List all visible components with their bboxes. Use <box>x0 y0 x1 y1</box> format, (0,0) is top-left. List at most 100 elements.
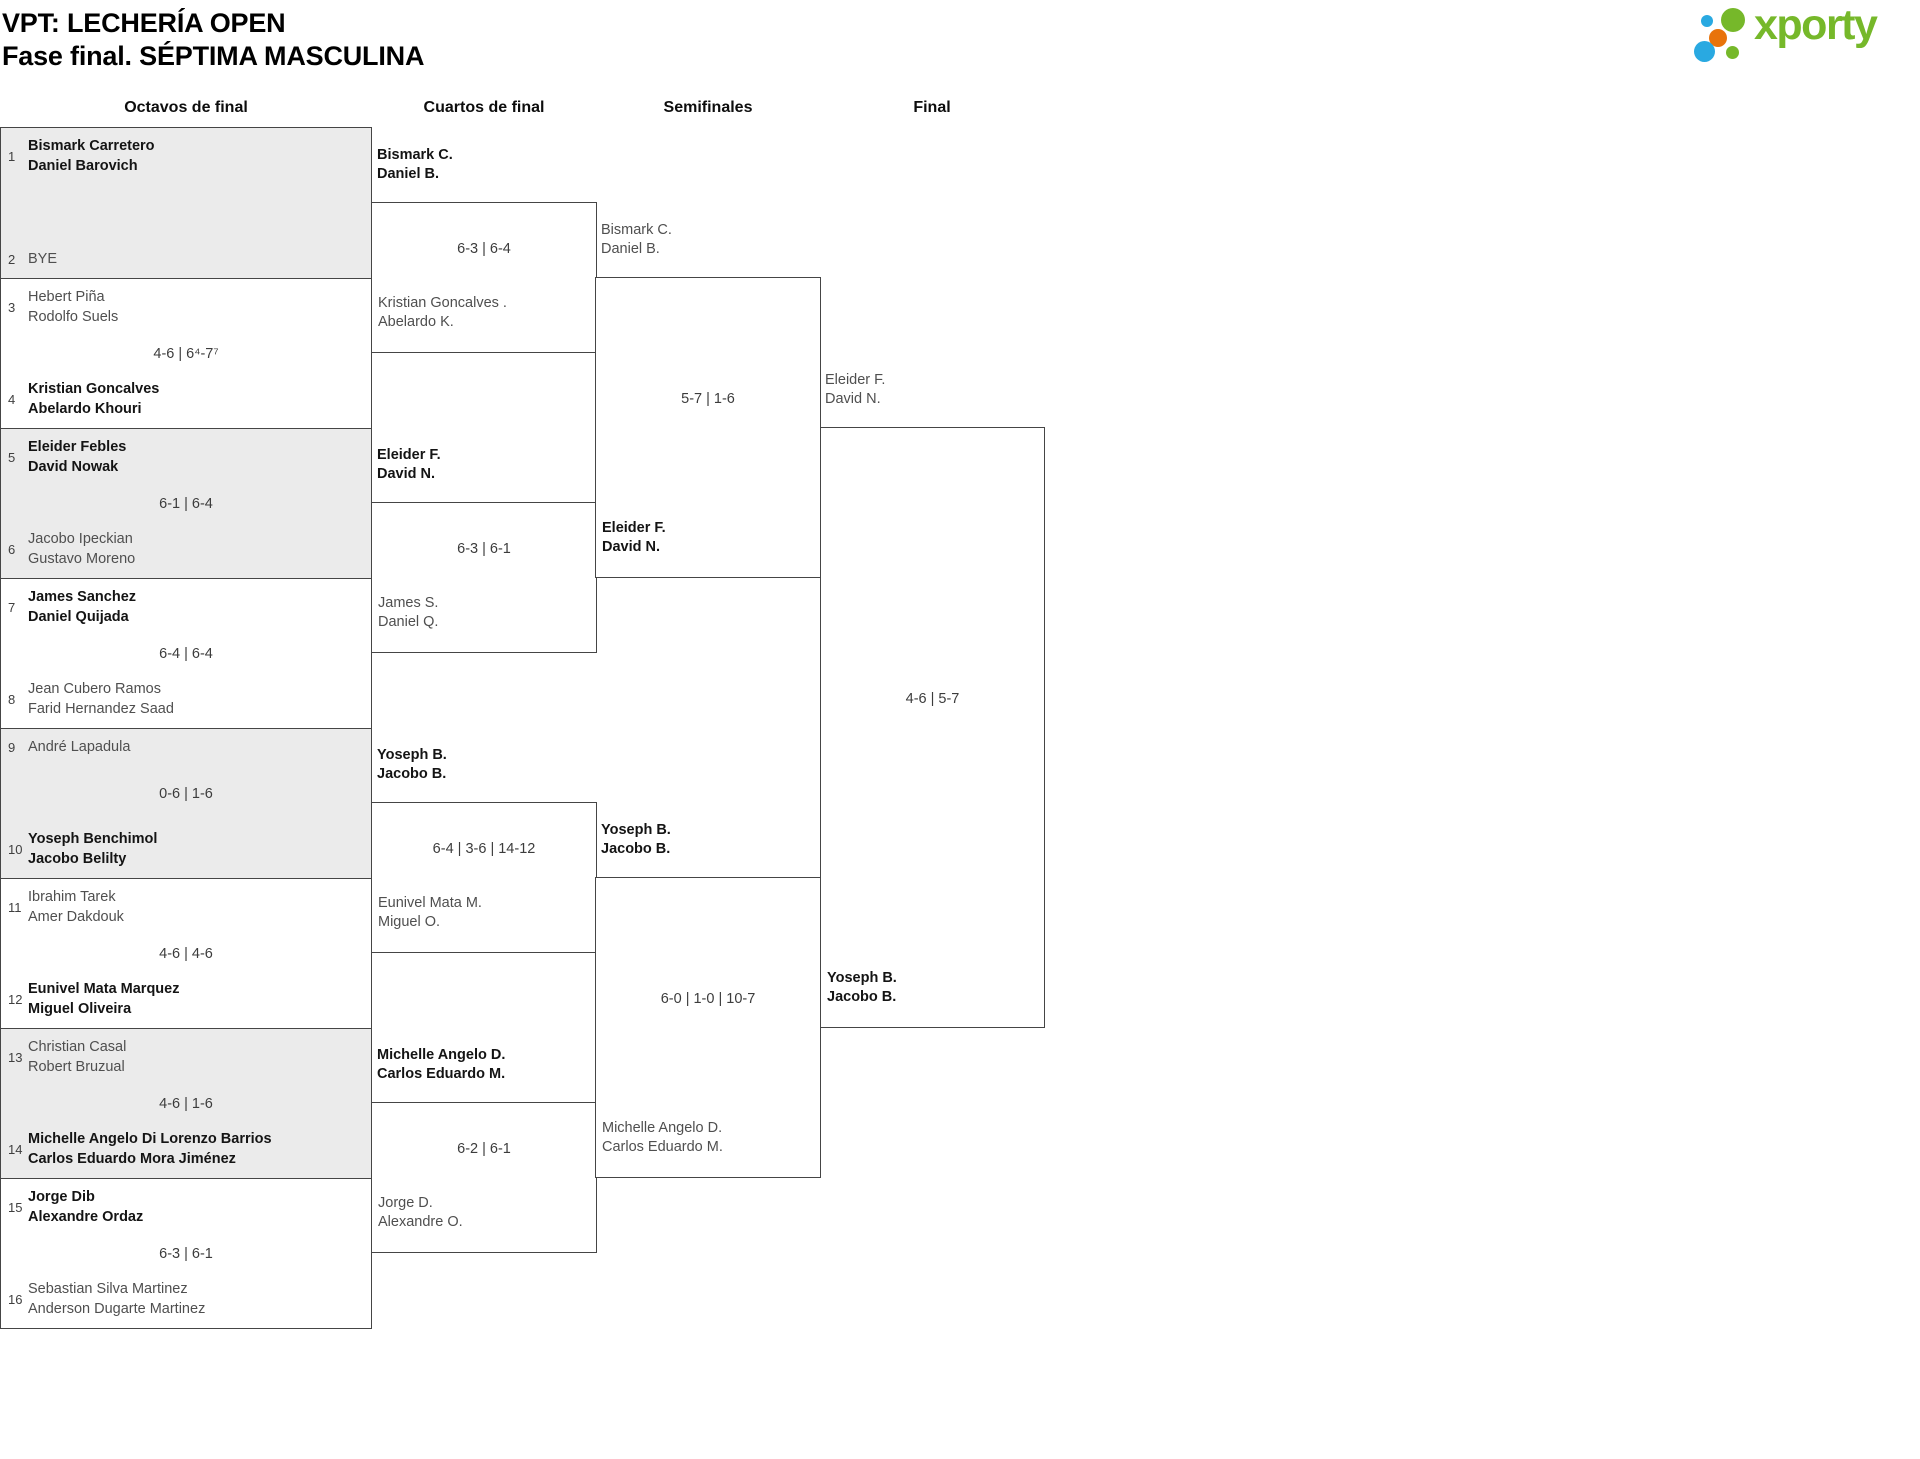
player-name: Gustavo Moreno <box>28 550 136 567</box>
qf4-bottom-team: Jorge D. Alexandre O. <box>378 1194 596 1232</box>
r16-match-8: 15 Jorge Dib Alexandre Ordaz 6-3 | 6-1 1… <box>1 1178 371 1328</box>
team-entry-seed5: 5 Eleider Febles David Nowak <box>1 438 371 477</box>
logo-dot-blue-large <box>1694 41 1715 62</box>
player-name: Daniel B. <box>601 241 660 257</box>
sf2-match-box: 6-0 | 1-0 | 10-7 Michelle Angelo D. Carl… <box>595 877 821 1178</box>
seed-number: 8 <box>8 692 16 707</box>
player-name: Jorge D. <box>378 1195 433 1211</box>
player-name: Jacobo B. <box>827 989 897 1005</box>
match-score: 6-3 | 6-1 <box>159 1245 213 1262</box>
player-name: Robert Bruzual <box>28 1058 125 1075</box>
team-entry-seed10: 10 Yoseph Benchimol Jacobo Belilty <box>1 830 371 869</box>
player-name: Jacobo B. <box>377 766 447 782</box>
r16-match-5: 9 André Lapadula 0-6 | 1-6 10 Yoseph Ben… <box>1 728 371 878</box>
team-entry-seed6: 6 Jacobo Ipeckian Gustavo Moreno <box>1 530 371 569</box>
seed-number: 1 <box>8 149 16 164</box>
player-name: Eunivel Mata M. <box>378 895 482 911</box>
player-name: Jacobo Ipeckian <box>28 531 133 547</box>
r16-match-7: 13 Christian Casal Robert Bruzual 4-6 | … <box>1 1028 371 1178</box>
player-name: Carlos Eduardo Mora Jiménez <box>28 1150 236 1167</box>
player-name: André Lapadula <box>28 739 131 755</box>
player-name: Jacobo Belilty <box>28 850 127 867</box>
r16-match-6: 11 Ibrahim Tarek Amer Dakdouk 4-6 | 4-6 … <box>1 878 371 1028</box>
player-name: Yoseph B. <box>377 747 447 763</box>
seed-number: 13 <box>8 1050 23 1065</box>
team-entry-seed4: 4 Kristian Goncalves Abelardo Khouri <box>1 380 371 419</box>
player-name: Eleider Febles <box>28 439 127 455</box>
seed-number: 16 <box>8 1292 23 1307</box>
team-entry-seed9: 9 André Lapadula <box>1 738 371 758</box>
match-score: 6-0 | 1-0 | 10-7 <box>660 990 756 1007</box>
player-name: Eleider F. <box>377 447 441 463</box>
player-name: Hebert Piña <box>28 289 105 305</box>
xporty-logo[interactable]: xporty <box>1690 0 1918 75</box>
qf1-bottom-team: Kristian Goncalves . Abelardo K. <box>378 294 596 332</box>
player-name: Kristian Goncalves . <box>378 295 507 311</box>
team-entry-seed14: 14 Michelle Angelo Di Lorenzo Barrios Ca… <box>1 1130 371 1169</box>
seed-number: 7 <box>8 600 16 615</box>
player-name: Yoseph B. <box>601 822 671 838</box>
match-score: 4-6 | 5-7 <box>905 690 960 707</box>
team-entry-seed15: 15 Jorge Dib Alexandre Ordaz <box>1 1188 371 1227</box>
player-name: Ibrahim Tarek <box>28 889 116 905</box>
match-score <box>1 176 371 250</box>
r16-match-4: 7 James Sanchez Daniel Quijada 6-4 | 6-4… <box>1 578 371 728</box>
player-name: David Nowak <box>28 458 119 475</box>
qf3-match-box: 6-4 | 3-6 | 14-12 Eunivel Mata M. Miguel… <box>371 802 597 953</box>
seed-number: 5 <box>8 450 16 465</box>
match-score: 6-4 | 6-4 <box>159 645 213 662</box>
tournament-title: VPT: LECHERÍA OPEN <box>2 8 286 38</box>
qf3-bottom-team: Eunivel Mata M. Miguel O. <box>378 894 596 932</box>
seed-number: 2 <box>8 251 16 267</box>
player-name: David N. <box>602 539 661 555</box>
phase-subtitle: Fase final. SÉPTIMA MASCULINA <box>2 41 425 71</box>
player-name: Carlos Eduardo M. <box>377 1066 506 1082</box>
r16-match-3: 5 Eleider Febles David Nowak 6-1 | 6-4 6… <box>1 428 371 578</box>
final-top-team: Eleider F. David N. <box>825 371 1043 409</box>
player-name: Eleider F. <box>825 372 886 388</box>
player-name: Farid Hernandez Saad <box>28 700 174 717</box>
player-name: Bismark C. <box>377 147 453 163</box>
player-name: Michelle Angelo D. <box>602 1120 723 1136</box>
qf2-top-team: Eleider F. David N. <box>377 446 595 484</box>
player-name: Miguel O. <box>378 914 441 930</box>
player-name: Alexandre O. <box>378 1214 463 1230</box>
player-name: Daniel Quijada <box>28 608 129 625</box>
player-name: Carlos Eduardo M. <box>602 1139 723 1155</box>
team-entry-seed13: 13 Christian Casal Robert Bruzual <box>1 1038 371 1077</box>
player-name: Michelle Angelo Di Lorenzo Barrios <box>28 1131 272 1147</box>
player-name: Amer Dakdouk <box>28 908 124 925</box>
logo-dot-orange <box>1709 29 1727 47</box>
team-entry-seed1: 1 Bismark Carretero Daniel Barovich <box>1 137 371 176</box>
qf2-match-box: 6-3 | 6-1 James S. Daniel Q. <box>371 502 597 653</box>
seed-number: 10 <box>8 842 23 857</box>
round-header-octavos: Octavos de final <box>124 99 248 116</box>
match-score: 6-3 | 6-4 <box>457 240 511 257</box>
player-name: James Sanchez <box>28 589 137 605</box>
player-name: Kristian Goncalves <box>28 381 160 397</box>
team-entry-seed7: 7 James Sanchez Daniel Quijada <box>1 588 371 627</box>
match-score: 4-6 | 1-6 <box>159 1095 213 1112</box>
seed-number: 4 <box>8 392 16 407</box>
round-of-16-column: 1 Bismark Carretero Daniel Barovich 2 BY… <box>0 127 372 1329</box>
match-score: 6-1 | 6-4 <box>159 495 213 512</box>
qf4-match-box: 6-2 | 6-1 Jorge D. Alexandre O. <box>371 1102 597 1253</box>
seed-number: 14 <box>8 1142 23 1157</box>
seed-number: 3 <box>8 300 16 315</box>
seed-number: 6 <box>8 542 16 557</box>
match-score: 0-6 | 1-6 <box>159 785 213 802</box>
player-name: Michelle Angelo D. <box>377 1047 506 1063</box>
final-match-box: 4-6 | 5-7 Yoseph B. Jacobo B. <box>820 427 1045 1028</box>
logo-dot-green-small <box>1726 46 1739 59</box>
player-name: David N. <box>377 466 436 482</box>
match-score: 4-6 | 4-6 <box>159 945 213 962</box>
player-name: Anderson Dugarte Martinez <box>28 1300 206 1317</box>
player-name: Yoseph Benchimol <box>28 831 158 847</box>
round-header-semis: Semifinales <box>663 99 753 116</box>
sf1-bottom-team: Eleider F. David N. <box>602 519 820 557</box>
player-name: Yoseph B. <box>827 970 897 986</box>
player-name: Miguel Oliveira <box>28 1000 132 1017</box>
player-name: Jorge Dib <box>28 1189 95 1205</box>
player-name: Eleider F. <box>602 520 666 536</box>
player-name: Sebastian Silva Martinez <box>28 1281 188 1297</box>
